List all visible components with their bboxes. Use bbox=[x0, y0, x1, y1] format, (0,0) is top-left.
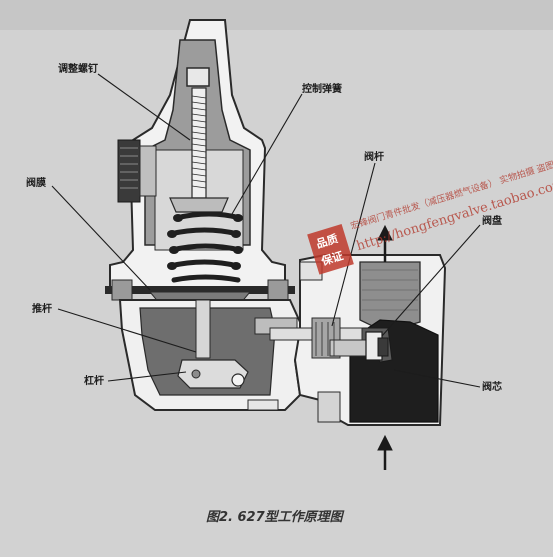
spring-side-dots bbox=[167, 214, 243, 270]
figure-caption: 图2. 627型工作原理图 bbox=[206, 509, 345, 525]
inlet-arrow bbox=[377, 434, 393, 470]
label-diaphragm: 阀膜 bbox=[26, 176, 46, 189]
label-valve-disc: 阀盘 bbox=[482, 214, 502, 227]
outlet-arrow bbox=[377, 224, 393, 262]
valve-body bbox=[269, 254, 447, 426]
label-valve-core: 阀芯 bbox=[482, 380, 502, 393]
label-adjusting-screw: 调整螺钉 bbox=[58, 62, 98, 75]
stamp-line-1: 品质 bbox=[314, 231, 339, 251]
quality-stamp bbox=[307, 223, 354, 275]
label-push-rod: 推杆 bbox=[32, 302, 52, 315]
label-control-spring: 控制弹簧 bbox=[302, 82, 342, 95]
label-valve-stem: 阀杆 bbox=[364, 150, 384, 163]
leader-lines bbox=[51, 73, 481, 388]
vent-boss bbox=[117, 139, 157, 203]
label-lever: 杠杆 bbox=[84, 374, 104, 387]
adjusting-screw bbox=[169, 87, 229, 213]
stamp-line-2: 保证 bbox=[319, 248, 345, 268]
lower-casing bbox=[118, 299, 307, 411]
paper-shadow-top bbox=[0, 0, 553, 30]
